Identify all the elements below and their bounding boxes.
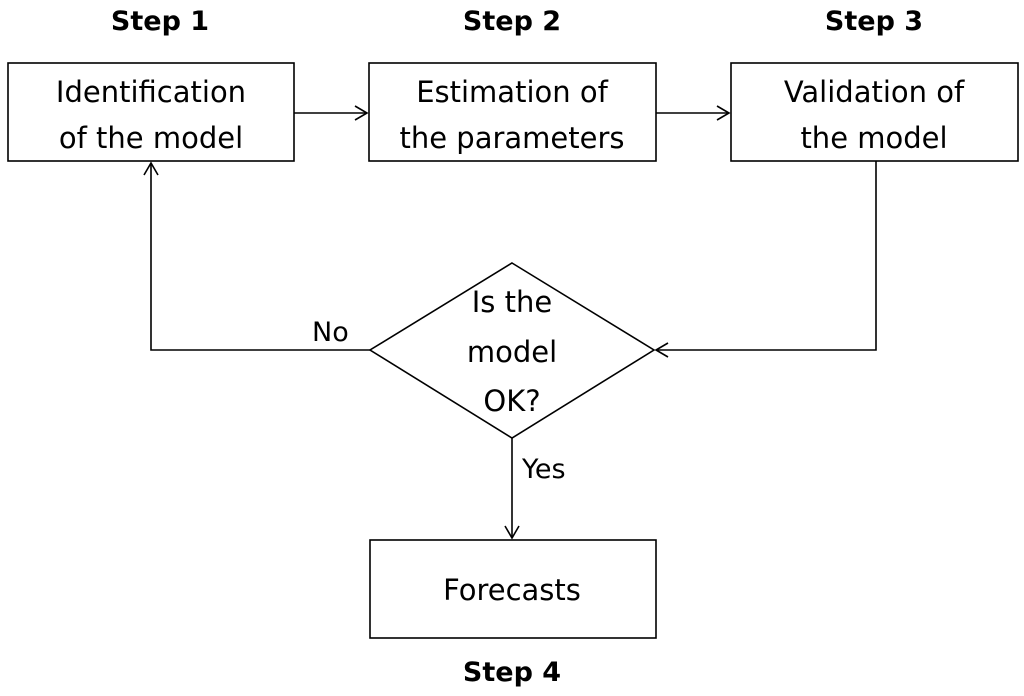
- step-2-label: Step 2: [463, 6, 561, 37]
- decision-line-3: OK?: [483, 384, 540, 418]
- decision-diamond: Is the model OK?: [368, 262, 656, 439]
- forecasts-box: Forecasts: [369, 539, 657, 639]
- estimation-box: Estimation of the parameters: [368, 62, 657, 162]
- forecasts-box-shape: [369, 539, 657, 639]
- step-4-label: Step 4: [463, 657, 561, 688]
- forecasts-box-label: Forecasts: [443, 573, 581, 607]
- estimation-box-line-2: the parameters: [399, 121, 624, 155]
- arrow-identification-to-estimation: [294, 105, 369, 121]
- validation-box-line-2: the model: [800, 121, 947, 155]
- estimation-box-shape: [368, 62, 657, 162]
- arrow-estimation-to-validation: [656, 105, 731, 121]
- identification-box-line-1: Identification: [56, 75, 246, 109]
- step-3-label: Step 3: [825, 6, 923, 37]
- no-label: No: [312, 317, 349, 348]
- validation-box: Validation of the model: [730, 62, 1019, 162]
- arrow-decision-no-to-identification: [143, 161, 370, 351]
- yes-label: Yes: [521, 454, 566, 485]
- validation-box-shape: [730, 62, 1019, 162]
- validation-box-line-1: Validation of: [784, 75, 965, 109]
- arrow-validation-to-decision: [654, 161, 877, 358]
- identification-box-line-2: of the model: [59, 121, 243, 155]
- estimation-box-line-1: Estimation of: [416, 75, 608, 109]
- decision-line-2: model: [467, 335, 557, 369]
- identification-box: Identification of the model: [7, 62, 295, 162]
- identification-box-shape: [7, 62, 295, 162]
- step-1-label: Step 1: [111, 6, 209, 37]
- decision-line-1: Is the: [472, 285, 552, 319]
- arrow-decision-yes-to-forecasts: [504, 438, 520, 540]
